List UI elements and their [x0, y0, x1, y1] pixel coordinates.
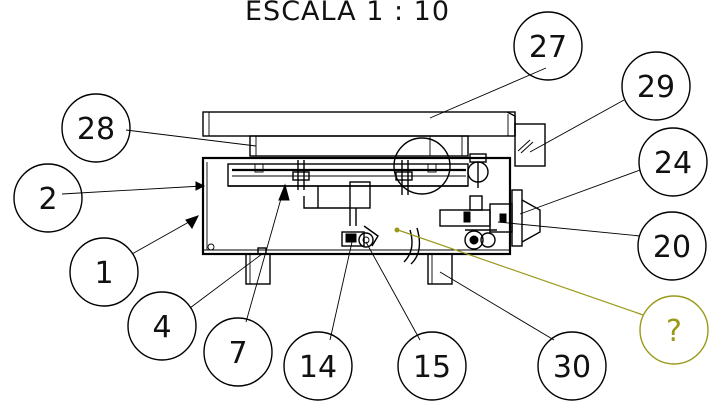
callout-4[interactable]: 4: [127, 291, 197, 361]
callout-27-label: 27: [529, 30, 567, 65]
leader-lines: [61, 67, 647, 341]
callout-4-label: 4: [152, 310, 171, 345]
callout-30[interactable]: 30: [537, 331, 607, 401]
callout-7-label: 7: [228, 336, 247, 371]
callout-29-label: 29: [637, 70, 675, 105]
callout-unknown[interactable]: ?: [639, 295, 709, 365]
callout-2[interactable]: 2: [13, 163, 83, 233]
callout-24-label: 24: [654, 146, 692, 181]
scale-title: ESCALA 1 : 10: [245, 0, 450, 27]
callout-20[interactable]: 20: [637, 211, 707, 281]
callout-unknown-label: ?: [666, 314, 682, 349]
callout-15-label: 15: [413, 350, 451, 385]
callout-28[interactable]: 28: [61, 93, 131, 163]
callout-27[interactable]: 27: [513, 11, 583, 81]
callout-24[interactable]: 24: [638, 127, 708, 197]
assembly-body: [201, 111, 546, 285]
callout-1[interactable]: 1: [69, 237, 139, 307]
callout-29[interactable]: 29: [621, 51, 691, 121]
callout-2-label: 2: [38, 182, 57, 217]
callout-7[interactable]: 7: [203, 317, 273, 387]
callout-20-label: 20: [653, 230, 691, 265]
callout-1-label: 1: [94, 256, 113, 291]
callout-15[interactable]: 15: [397, 331, 467, 401]
highlight-leader: [397, 229, 647, 317]
callout-28-label: 28: [77, 112, 115, 147]
callout-30-label: 30: [553, 350, 591, 385]
callout-14-label: 14: [299, 350, 337, 385]
callout-14[interactable]: 14: [283, 331, 353, 401]
